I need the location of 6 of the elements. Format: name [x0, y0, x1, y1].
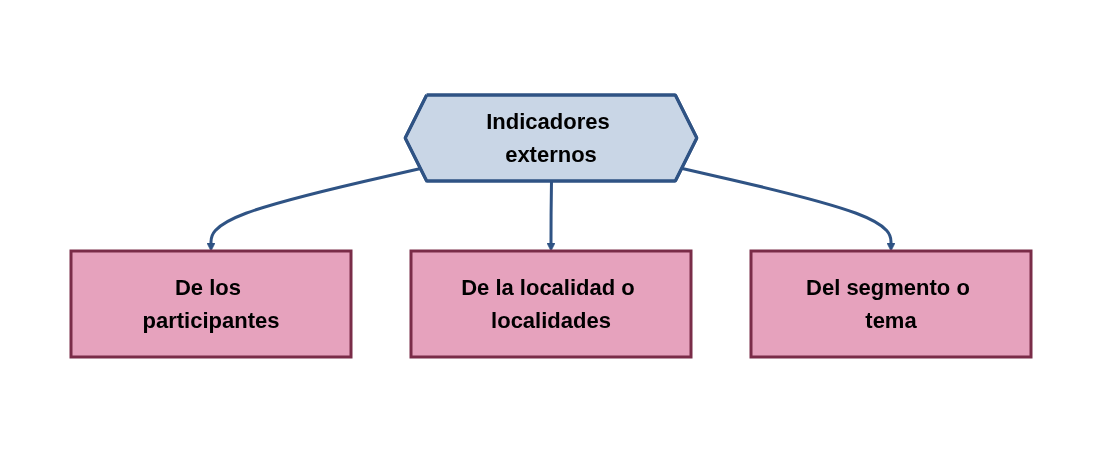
node-box: Del segmento o tema [749, 249, 1033, 358]
arrow [206, 166, 421, 251]
arrow [546, 180, 556, 251]
arrow [682, 166, 896, 251]
node-box: De la localidad o localidades [409, 249, 693, 358]
node-box: De los participantes [69, 249, 353, 358]
